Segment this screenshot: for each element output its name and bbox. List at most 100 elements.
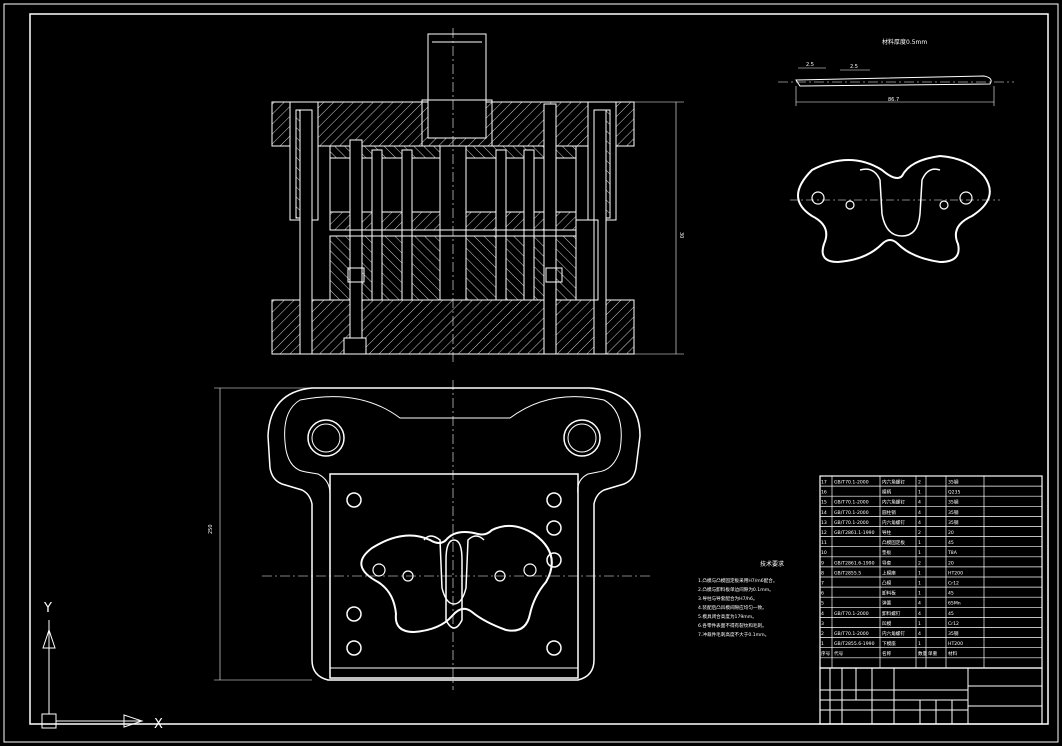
ucs-icon [41,620,144,729]
tech-title: 技术要求 [760,560,784,568]
bom-cell: 1 [918,550,921,556]
tech-line-7: 7.冲裁件毛刺高度不大于0.1mm。 [698,631,769,638]
bom-cell: 1 [918,570,921,576]
bom-cell: GB/T2861.1-1990 [834,530,875,536]
bom-cell: 1 [918,490,921,496]
bom-cell: 材料 [948,650,958,657]
bom-cell: HT200 [948,570,963,576]
bom-cell: 名称 [882,650,892,657]
outer-frame [3,3,1059,743]
bom-cell: 11 [821,540,827,546]
bom-cell: 内六角螺钉 [882,479,905,486]
strip-dim-left: 2.5 [806,62,814,68]
bom-cell: 6 [821,591,824,597]
bom-cell: 35钢 [948,479,959,486]
bom-cell: Q235 [948,490,960,496]
bom-cell: 35钢 [948,499,959,506]
bom-cell: 45 [948,591,954,597]
bom-cell: 12 [821,530,827,536]
bom-cell: 4 [918,520,921,526]
bom-cell: 1 [918,591,921,597]
bom-cell: 内六角螺钉 [882,499,905,506]
bom-cell: 单重 [928,650,938,657]
bom-cell: 模柄 [882,489,892,496]
bom-cell: 14 [821,510,827,516]
bom-cell: 35钢 [948,519,959,526]
bom-cell: 1 [918,540,921,546]
bom-cell: GB/T2861.6-1990 [834,560,875,566]
bom-cell: 1 [918,581,921,587]
bom-cell: 20 [948,560,954,566]
bom-cell: GB/T70.1-2000 [834,480,869,486]
tech-line-5: 5.模具闭合高度为179mm。 [698,613,757,620]
bom-cell: 4 [918,601,921,607]
bom-cell: Cr12 [948,621,959,627]
bom-cell: GB/T70.1-2000 [834,611,869,617]
plan-height-dim: 250 [208,524,214,534]
title-block [819,667,1043,725]
plan-view [214,380,650,690]
bom-cell: 35钢 [948,509,959,516]
bom-cell: 5 [821,601,824,607]
bom-cell: 1 [821,641,824,647]
bom-cell: GB/T70.1-2000 [834,510,869,516]
bom-cell: 17 [821,480,827,486]
bom-cell: 8 [821,570,824,576]
bom-cell: GB/T2855.5 [834,570,861,576]
bom-cell: GB/T2855.6-1990 [834,641,875,647]
bom-cell: 2 [918,480,921,486]
bom-cell: 2 [821,631,824,637]
bom-cell: 4 [918,510,921,516]
front-section-view [271,28,684,362]
bom-cell: HT200 [948,641,963,647]
bom-cell: 凸模 [882,580,892,587]
bom-cell: 35钢 [948,630,959,637]
bom-cell: 凹模 [882,620,892,627]
front-height-dim: 30 [678,232,684,238]
bom-cell: 2 [918,530,921,536]
tech-line-6: 6.各零件表面不得有裂纹和毛刺。 [698,622,767,629]
bom-cell: 45 [948,611,954,617]
bom-cell: 20 [948,530,954,536]
bom-cell: 16 [821,490,827,496]
bom-cell: 4 [821,611,824,617]
bom-cell: 卸料螺钉 [882,610,901,617]
bom-cell: 序号 [821,650,831,657]
bom-cell: 凸模固定板 [882,539,905,546]
bom-cell: T8A [947,550,958,556]
bom-cell: 65Mn [948,601,961,607]
bom-cell: 圆柱销 [882,509,896,516]
bom-cell: 下模座 [882,640,896,647]
ucs-y-label: Y [43,601,52,616]
bom-cell: 13 [821,520,827,526]
ucs-x-label: X [154,717,163,732]
bom-cell: GB/T70.1-2000 [834,500,869,506]
tech-line-3: 3.导柱与导套配合为H7/h6。 [698,595,758,602]
bom-cell: 数量 [918,650,928,657]
bom-cell: GB/T70.1-2000 [834,631,869,637]
tech-line-2: 2.凸模与卸料板单边间隙为0.1mm。 [698,586,774,593]
bom-cell: 9 [821,560,824,566]
strip-dim-mid: 2.5 [850,64,858,70]
bom-cell: 导套 [882,559,892,566]
bom-cell: 15 [821,500,827,506]
bom-cell: GB/T70.1-2000 [834,520,869,526]
inner-frame [29,13,1049,725]
bom-cell: 4 [918,631,921,637]
workpiece-plan-view [790,154,1000,264]
bom-cell: 4 [918,500,921,506]
strip-title: 材料厚度0.5mm [882,38,927,46]
bom-cell: 弹簧 [882,600,892,607]
strip-dim-bottom: 86.7 [888,97,899,103]
bom-cell: 垫板 [882,549,892,556]
bom-cell: Cr12 [948,581,959,587]
tech-line-1: 1.凸模与凸模固定板采用H7/m6配合。 [698,577,777,584]
bom-cell: 45 [948,540,954,546]
bom-cell: 1 [918,621,921,627]
bom-cell: 内六角螺钉 [882,519,905,526]
bom-cell: 2 [918,560,921,566]
strip-side-view [778,67,1014,106]
technical-requirements: 技术要求 1.凸模与凸模固定板采用H7/m6配合。 2.凸模与卸料板单边间隙为0… [698,560,784,638]
